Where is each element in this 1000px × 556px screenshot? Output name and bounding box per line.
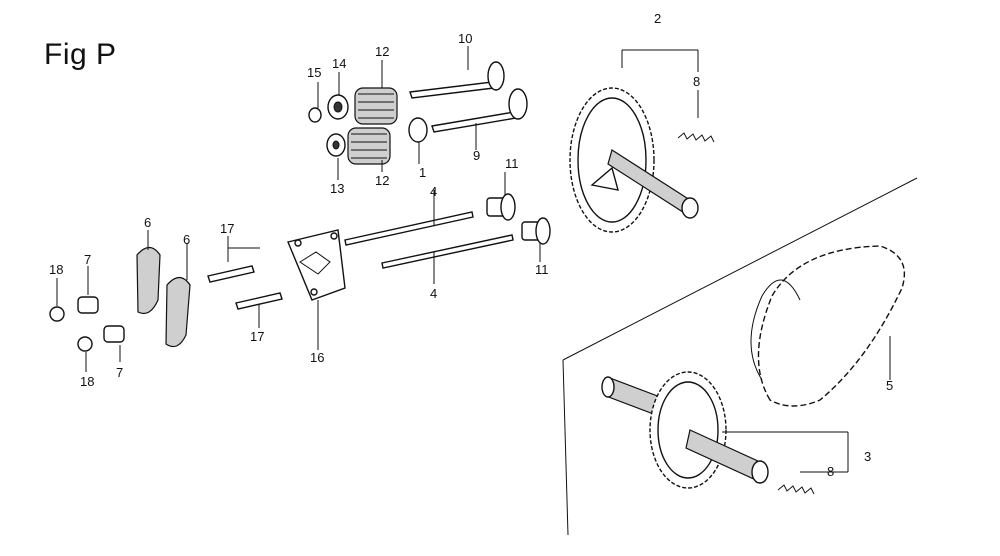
callout-5: 5 <box>886 378 893 393</box>
callout-7-lower: 7 <box>116 365 123 380</box>
intake-valve-stem <box>409 81 495 99</box>
rocker-hardware <box>49 296 125 352</box>
callout-18-lower: 18 <box>80 374 94 389</box>
decomp-spring-upper <box>677 132 715 143</box>
callout-3: 3 <box>864 449 871 464</box>
valve-spring-assembly <box>308 87 428 165</box>
callout-12-upper: 12 <box>375 44 389 59</box>
decomp-spring-lower <box>777 484 815 495</box>
intake-valve-head <box>487 61 505 91</box>
callout-6-left: 6 <box>144 215 151 230</box>
callout-10: 10 <box>458 31 472 46</box>
tappets <box>486 193 551 245</box>
callout-12-lower: 12 <box>375 173 389 188</box>
valve-seal <box>408 117 428 143</box>
callout-18-upper: 18 <box>49 262 63 277</box>
pivot-plate <box>287 229 346 301</box>
callout-16: 16 <box>310 350 324 365</box>
valves <box>409 61 528 133</box>
pivot-studs <box>207 265 283 310</box>
callout-2: 2 <box>654 11 661 26</box>
callout-1: 1 <box>419 165 426 180</box>
callout-15: 15 <box>307 65 321 80</box>
crankshaft-sprocket <box>601 371 769 489</box>
pivot-stud-upper <box>207 265 255 283</box>
callout-13: 13 <box>330 181 344 196</box>
rocker-arms <box>136 246 191 348</box>
callout-11-upper: 11 <box>505 156 519 171</box>
callout-4-upper: 4 <box>430 184 437 199</box>
camshaft-gear <box>569 87 699 233</box>
pivot-collar-upper <box>77 296 99 314</box>
pivot-stud-lower <box>235 292 283 310</box>
rocker-arm-lower <box>165 276 191 348</box>
callout-17-lower: 17 <box>250 329 264 344</box>
cam-lobe <box>590 166 619 191</box>
pushrod-lower <box>381 234 514 269</box>
valve-keeper <box>308 107 322 123</box>
pivot-collar-lower <box>103 325 125 343</box>
valve-spring-lower <box>347 127 391 165</box>
pushrod-upper <box>344 211 474 246</box>
rocker-plate <box>287 229 346 301</box>
timing-chain-loop <box>757 245 906 407</box>
exhaust-valve-stem <box>431 111 517 133</box>
callout-labels: 1 2 3 4 4 5 6 6 7 7 8 8 9 10 11 11 12 12… <box>49 11 893 479</box>
rocker-arm-upper <box>136 246 161 315</box>
valve-spring-upper <box>354 87 398 125</box>
timing-chain <box>750 245 906 407</box>
decomp-springs <box>677 132 815 495</box>
figure-title: Fig P <box>44 38 117 71</box>
inset-panel-border <box>562 177 918 536</box>
callout-9: 9 <box>473 148 480 163</box>
exhaust-valve-head <box>508 88 528 120</box>
callout-14: 14 <box>332 56 346 71</box>
callout-4-lower: 4 <box>430 286 437 301</box>
callout-8-lower: 8 <box>827 464 834 479</box>
pivot-nut-upper <box>49 306 65 322</box>
pivot-nut-lower <box>77 336 93 352</box>
callout-11-lower: 11 <box>535 262 549 277</box>
callout-6-right: 6 <box>183 232 190 247</box>
callout-17-upper: 17 <box>220 221 234 236</box>
leader-lines <box>56 46 891 473</box>
callout-8-upper: 8 <box>693 74 700 89</box>
callout-7-upper: 7 <box>84 252 91 267</box>
pushrods <box>344 211 514 269</box>
